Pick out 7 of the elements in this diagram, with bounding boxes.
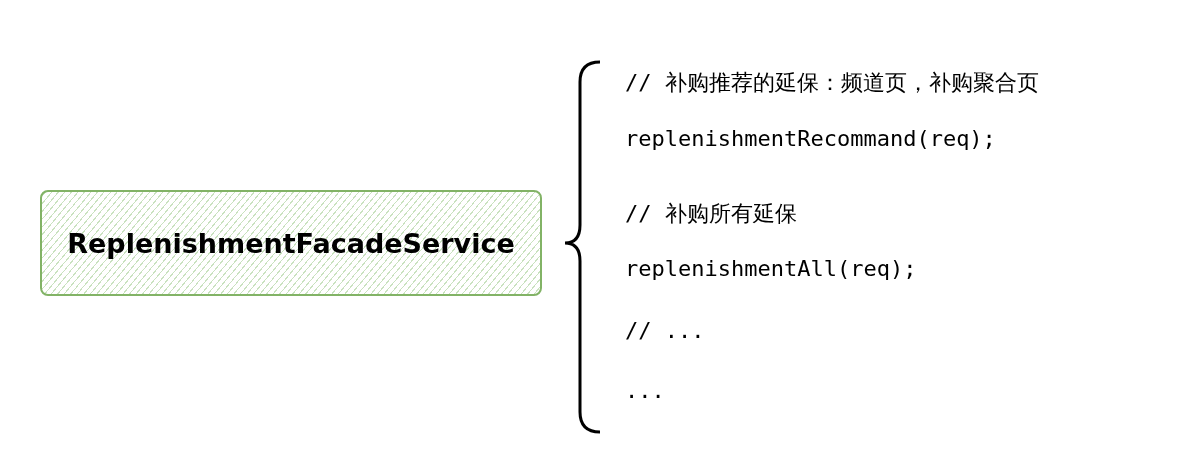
code-line: ... [625,378,665,403]
code-line: replenishmentRecommand(req); [625,126,996,151]
service-box: ReplenishmentFacadeService [40,190,542,296]
code-comment: // 补购所有延保 [625,200,797,228]
code-comment: // 补购推荐的延保：频道页，补购聚合页 [625,69,1039,97]
code-line: replenishmentAll(req); [625,256,917,281]
code-comment: // ... [625,318,705,343]
